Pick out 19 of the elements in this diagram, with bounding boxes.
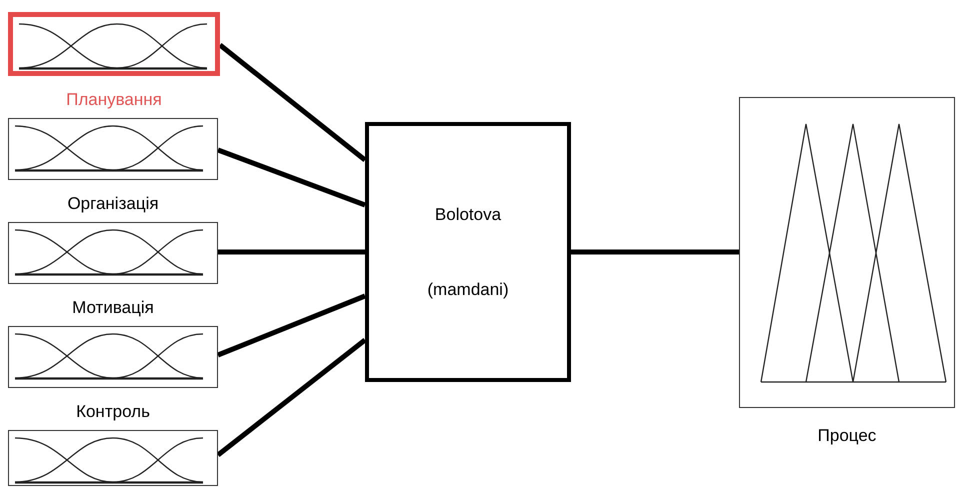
input-plot-box — [8, 12, 220, 76]
variable-label: Контроль — [75, 402, 151, 422]
input-plot-box — [8, 326, 218, 388]
connector-line — [216, 338, 367, 457]
system-box — [365, 122, 571, 382]
connector-line — [571, 250, 739, 254]
connector-line — [218, 250, 365, 254]
variable-label: Організація — [66, 194, 160, 214]
connector-line — [218, 43, 367, 162]
input-plot-box — [8, 118, 218, 180]
output-plot-box — [739, 97, 955, 408]
variable-label: Планування — [65, 90, 163, 110]
connector-line — [217, 148, 366, 208]
connector-line — [217, 294, 366, 358]
variable-label: Процес — [816, 426, 878, 446]
system-label: (mamdani) — [427, 279, 509, 301]
input-plot-box — [8, 222, 218, 284]
variable-label: Мотивація — [71, 298, 155, 318]
system-label: Bolotova — [434, 204, 502, 226]
